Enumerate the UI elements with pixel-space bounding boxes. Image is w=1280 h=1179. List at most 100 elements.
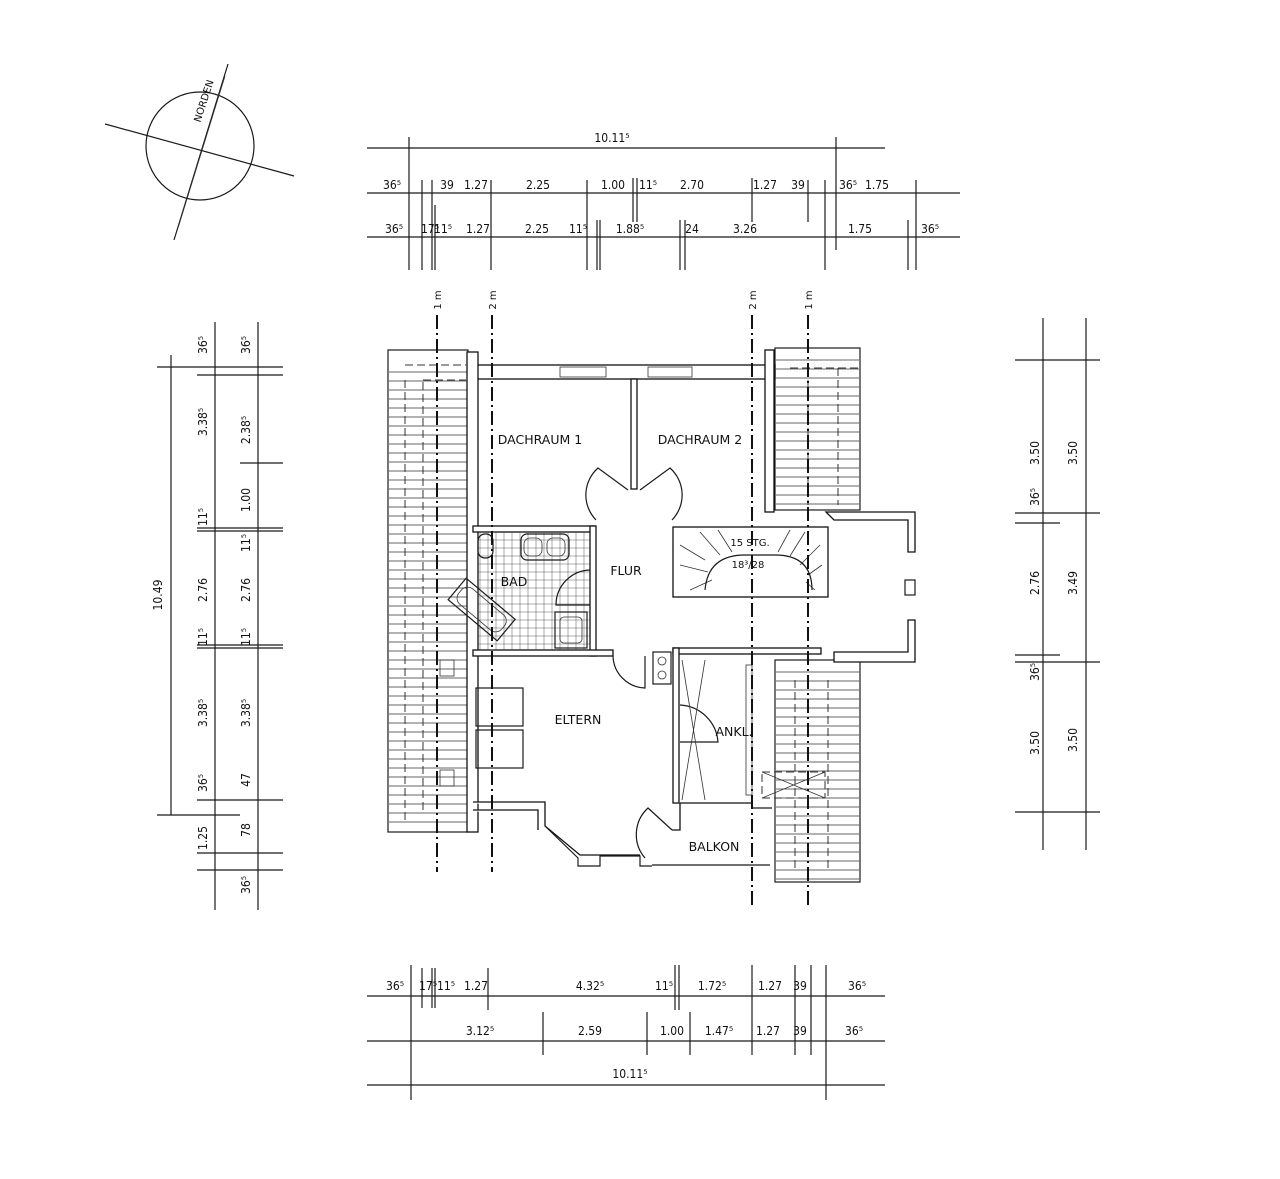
dim-label: 11⁵ <box>639 178 657 192</box>
wall-gable-extension <box>824 511 916 663</box>
dim-label: 2.59 <box>578 1024 602 1038</box>
dim-label: 1.27 <box>464 178 488 192</box>
dim-label: 47 <box>239 773 253 787</box>
wardrobe-cross <box>681 659 706 801</box>
dim-label: 36⁵ <box>383 178 401 192</box>
window-top-2 <box>647 366 693 378</box>
staircase: 15 STG. 18³/28 <box>672 526 829 598</box>
room-label-bad: BAD <box>501 574 528 589</box>
nightstand <box>439 769 455 787</box>
toilet <box>477 533 494 559</box>
stove <box>652 651 672 685</box>
wall-bad-right <box>589 525 597 657</box>
window-gable <box>904 579 916 596</box>
stair-ratio: 18³/28 <box>732 560 765 571</box>
door-bad[interactable] <box>555 569 591 606</box>
door-ankl[interactable] <box>679 704 719 743</box>
room-label-flur: FLUR <box>610 563 642 578</box>
height-label: 1 m <box>804 290 815 309</box>
door-dachraum1[interactable] <box>585 467 629 521</box>
bed-1 <box>475 687 524 727</box>
stair-steps: 15 STG. <box>730 538 769 549</box>
stair-tread <box>679 564 709 573</box>
stair-tread <box>799 544 821 566</box>
dim-label: 3.50 <box>1066 441 1080 465</box>
stair-tread <box>679 544 706 561</box>
dim-label: 39 <box>791 178 805 192</box>
dim-label: 1.27 <box>464 979 488 993</box>
dim-label: 11⁵ <box>437 979 455 993</box>
dim-label: 17⁵ <box>421 222 439 236</box>
room-label-dachraum2: DACHRAUM 2 <box>658 432 742 447</box>
dim-label: 36⁵ <box>921 222 939 236</box>
dim-label: 24 <box>685 222 699 236</box>
stair-tread <box>807 564 823 576</box>
wall-balkon <box>672 802 752 831</box>
dim-label: 36⁵ <box>239 336 253 354</box>
wall-eltern-bottom <box>473 801 640 856</box>
dim-label: 36⁵ <box>839 178 857 192</box>
compass-north-line-inner <box>177 75 226 229</box>
door-dachraum2[interactable] <box>639 467 683 521</box>
dim-label: 36⁵ <box>848 979 866 993</box>
dim-label: 1.27 <box>758 979 782 993</box>
dim-ticks <box>408 137 917 270</box>
skylight-cross <box>761 771 826 799</box>
skylight <box>761 771 826 799</box>
dim-label: 1.27 <box>466 222 490 236</box>
dim-total-top: 10.11⁵ <box>594 131 629 145</box>
sink-double <box>520 533 570 561</box>
dim-label: 1.25 <box>196 826 210 850</box>
dim-col: 3.503.493.50 <box>1066 441 1080 752</box>
shower-tray <box>554 611 588 649</box>
wall-flur-right-lower <box>672 647 822 655</box>
stair-tread <box>689 579 713 591</box>
window-top-1 <box>559 366 607 378</box>
dim-label: 2.25 <box>526 178 550 192</box>
compass-circle <box>145 91 255 201</box>
height-label: 2 m <box>748 290 759 309</box>
dim-ticks <box>1015 359 1100 813</box>
dim-label: 36⁵ <box>1028 663 1042 681</box>
dim-label: 17⁵ <box>419 979 437 993</box>
door-eltern[interactable] <box>612 655 646 689</box>
room-label-eltern: ELTERN <box>555 712 602 727</box>
dim-label: 11⁵ <box>434 222 452 236</box>
compass-cross-line <box>104 123 295 177</box>
floor-plan: 15 STG. 18³/28 <box>387 290 916 908</box>
bathroom-tiles <box>478 532 590 650</box>
dim-label: 36⁵ <box>386 979 404 993</box>
sink-left <box>523 537 543 557</box>
dim-label: 3.26 <box>733 222 757 236</box>
dim-label: 1.00 <box>660 1024 684 1038</box>
wall-bad-bottom <box>472 649 614 657</box>
bay-window <box>544 825 652 867</box>
bathtub <box>447 577 516 642</box>
nightstand <box>439 659 455 677</box>
stove-burner <box>657 656 667 666</box>
door-balkon[interactable] <box>635 807 673 859</box>
dim-label: 3.12⁵ <box>466 1024 494 1038</box>
roof-area-left <box>387 349 469 833</box>
dim-label: 78 <box>239 823 253 837</box>
dim-label: 36⁵ <box>239 876 253 894</box>
stove-burner <box>657 670 667 680</box>
dim-label: 2.25 <box>525 222 549 236</box>
dim-label: 39 <box>440 178 454 192</box>
compass-label: NORDEN <box>193 79 217 124</box>
wall-ankl-left <box>672 647 680 804</box>
dim-label: 1.75 <box>848 222 872 236</box>
sink-right <box>546 537 566 557</box>
dim-label: 39 <box>793 1024 807 1038</box>
dim-label: 11⁵ <box>239 534 253 552</box>
dim-ticks <box>410 965 827 1100</box>
